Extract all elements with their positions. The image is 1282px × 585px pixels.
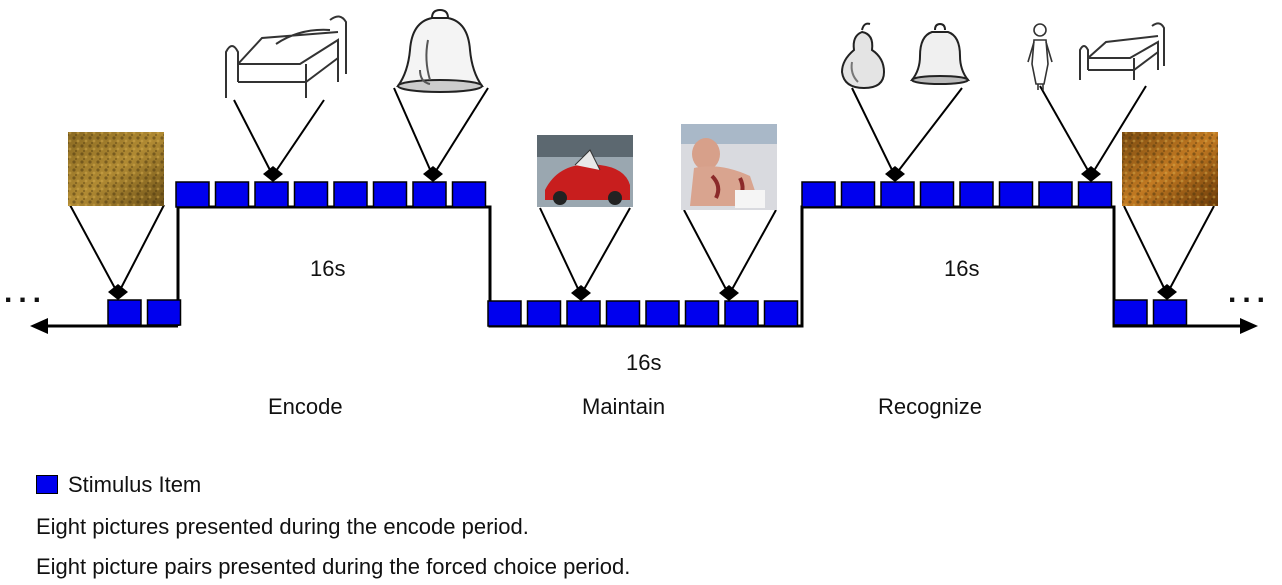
texture-image-left xyxy=(68,132,164,206)
stimulus-item-maintain-1 xyxy=(487,300,522,327)
stimulus-item-maintain-4 xyxy=(605,300,641,327)
stimulus-item-recognize-7 xyxy=(1038,181,1073,208)
bed-drawing-recognize xyxy=(1079,22,1165,80)
picture-connectors xyxy=(69,85,1215,294)
stimulus-item-encode-1 xyxy=(175,181,210,208)
stimulus-item-recognize-4 xyxy=(919,181,955,208)
stimulus-item-encode-3 xyxy=(254,181,289,208)
stimulus-item-recognize-1 xyxy=(801,181,836,208)
bell-drawing-encode xyxy=(396,9,484,93)
stimulus-item-maintain-3 xyxy=(566,300,601,327)
stimulus-item-baseline-left-1 xyxy=(107,299,142,326)
stimulus-item-baseline-right-1 xyxy=(1113,299,1148,326)
stimulus-item-encode-7 xyxy=(412,181,447,208)
maintain-phase-label: Maintain xyxy=(582,394,666,419)
stimulus-item-encode-8 xyxy=(451,181,487,208)
stimulus-item-maintain-5 xyxy=(645,300,680,327)
stimulus-item-maintain-7 xyxy=(724,300,759,327)
legend-note-forced-choice: Eight picture pairs presented during the… xyxy=(36,554,631,579)
left-arrowhead xyxy=(30,318,48,334)
pear-drawing xyxy=(840,22,886,90)
stimulus-item-recognize-5 xyxy=(959,181,994,208)
injured-child-photo xyxy=(681,124,777,210)
texture-image-right xyxy=(1122,132,1218,206)
legend-stimulus-item: Stimulus Item xyxy=(36,472,201,498)
legend-stimulus-label: Stimulus Item xyxy=(68,472,202,497)
stimulus-item-encode-2 xyxy=(214,181,250,208)
stimulus-item-encode-5 xyxy=(333,181,368,208)
recognize-phase-label: Recognize xyxy=(878,394,982,419)
stimulus-item-encode-4 xyxy=(293,181,329,208)
connector-diamonds xyxy=(108,166,1177,301)
stimulus-item-recognize-3 xyxy=(880,181,915,208)
stimulus-item-maintain-2 xyxy=(526,300,562,327)
car-crash-photo xyxy=(537,135,633,207)
right-arrowhead xyxy=(1240,318,1258,334)
stimulus-item-baseline-right-2 xyxy=(1152,299,1188,326)
legend-note-encode: Eight pictures presented during the enco… xyxy=(36,514,529,539)
timeline xyxy=(42,205,1244,328)
stimulus-swatch xyxy=(36,475,58,494)
ellipsis-right: ... xyxy=(1228,276,1272,309)
bed-drawing-encode xyxy=(225,15,347,98)
ellipsis-left: ... xyxy=(4,276,48,309)
maintain-duration-label: 16s xyxy=(626,350,662,375)
stimulus-item-maintain-6 xyxy=(684,300,720,327)
encode-duration-label: 16s xyxy=(310,256,346,281)
encode-phase-label: Encode xyxy=(268,394,343,419)
stimulus-item-baseline-left-2 xyxy=(146,299,182,326)
recognize-duration-label: 16s xyxy=(944,256,980,281)
stimulus-item-recognize-2 xyxy=(840,181,876,208)
stimulus-item-recognize-8 xyxy=(1077,181,1113,208)
woman-drawing xyxy=(1027,23,1053,90)
stimulus-item-maintain-8 xyxy=(763,300,799,327)
stimulus-items xyxy=(107,181,1188,327)
stimulus-item-recognize-6 xyxy=(998,181,1034,208)
bell-drawing-recognize xyxy=(909,22,971,85)
stimulus-item-encode-6 xyxy=(372,181,408,208)
